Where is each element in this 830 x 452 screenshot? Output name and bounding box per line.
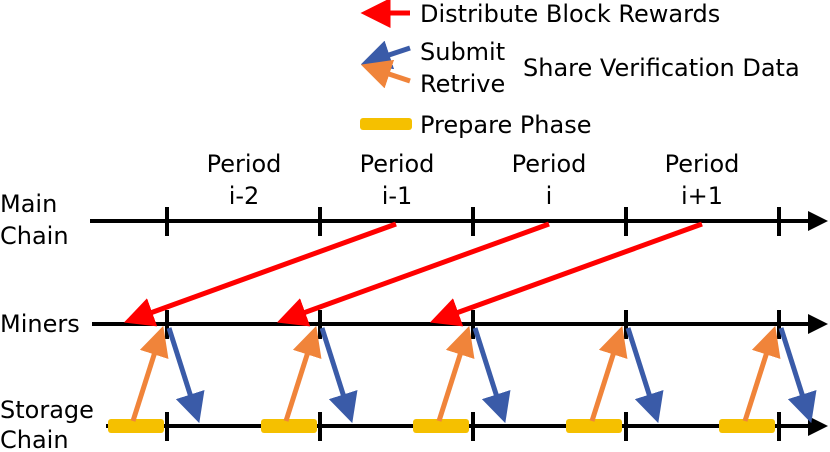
period-labels: Period i-2 Period i-1 Period i Period i+… xyxy=(207,150,740,210)
retrive-arrow xyxy=(742,325,781,422)
retrive-arrows xyxy=(130,325,781,422)
retrive-arrow xyxy=(589,325,628,422)
legend-retrive-arrow xyxy=(360,59,411,89)
row-label-miners: Miners xyxy=(0,310,80,338)
period-label: i xyxy=(546,182,553,210)
legend-submit-arrow xyxy=(360,40,411,70)
prepare-phase-bar xyxy=(108,419,164,433)
legend: Distribute Block Rewards Submit Retrive … xyxy=(360,0,800,139)
retrive-arrow xyxy=(436,325,475,422)
reward-arrow xyxy=(429,221,703,327)
period-label: i-1 xyxy=(382,182,413,210)
submit-arrow xyxy=(625,327,664,424)
period-label: Period xyxy=(360,150,435,178)
submit-arrow xyxy=(472,327,511,424)
reward-arrow xyxy=(123,221,397,327)
prepare-phase-bar xyxy=(719,419,775,433)
period-label: Period xyxy=(665,150,740,178)
legend-prepare-bar xyxy=(360,118,412,130)
prepare-phase-bar xyxy=(261,419,317,433)
period-ticks xyxy=(165,207,781,441)
submit-arrow xyxy=(166,327,205,424)
period-label: Period xyxy=(207,150,282,178)
period-label: Period xyxy=(512,150,587,178)
prepare-phase-bars xyxy=(108,419,775,433)
row-labels: Main Chain Miners Storage Chain xyxy=(0,190,94,452)
row-label-main-chain: Main xyxy=(0,190,57,218)
retrive-arrow xyxy=(283,325,322,422)
timelines xyxy=(90,211,828,436)
legend-submit-label: Submit xyxy=(420,38,505,66)
row-label-storage-chain: Chain xyxy=(0,426,69,452)
reward-arrow xyxy=(276,221,550,327)
legend-reward-label: Distribute Block Rewards xyxy=(420,0,720,28)
period-label: i-2 xyxy=(229,182,260,210)
submit-arrow xyxy=(319,327,358,424)
period-label: i+1 xyxy=(681,182,723,210)
retrive-arrow xyxy=(130,325,169,422)
submit-arrows xyxy=(166,327,817,424)
submit-arrow xyxy=(778,327,817,424)
legend-prepare-label: Prepare Phase xyxy=(420,111,592,139)
legend-group-label: Share Verification Data xyxy=(523,54,800,82)
row-label-main-chain: Chain xyxy=(0,222,69,250)
row-label-storage-chain: Storage xyxy=(0,396,94,424)
prepare-phase-bar xyxy=(566,419,622,433)
prepare-phase-bar xyxy=(413,419,469,433)
reward-arrows xyxy=(123,221,703,327)
legend-retrive-label: Retrive xyxy=(420,70,505,98)
